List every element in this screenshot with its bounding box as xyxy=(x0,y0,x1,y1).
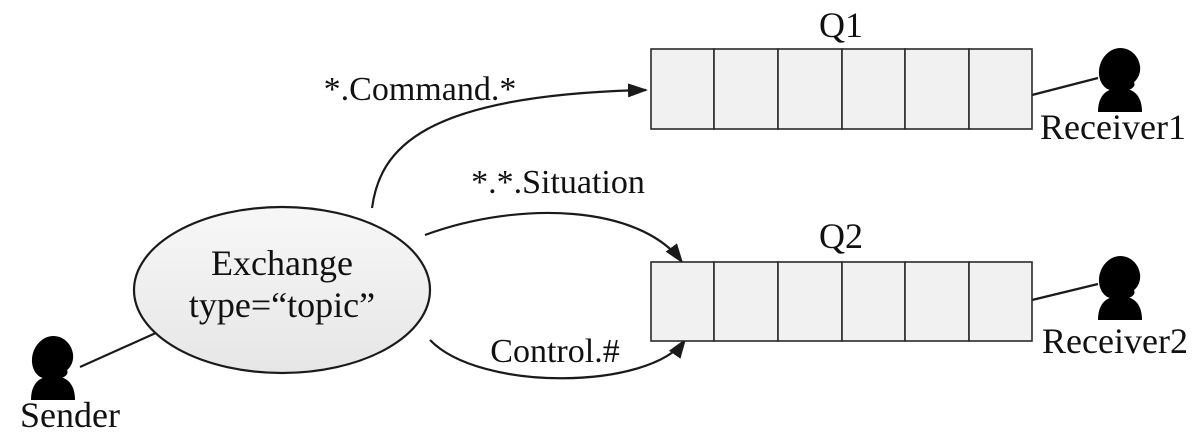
route-control-arrow xyxy=(429,338,687,380)
sender-label: Sender xyxy=(20,395,120,435)
q2-receiver2-link xyxy=(1031,282,1099,302)
receiver1-person-icon xyxy=(1098,47,1142,112)
receiver2-person-icon xyxy=(1098,255,1142,320)
queue-q1 xyxy=(650,48,1033,130)
q2-label: Q2 xyxy=(819,216,863,256)
route-command-label: *.Command.* xyxy=(324,71,517,108)
receiver1-label: Receiver1 xyxy=(1040,107,1186,147)
queue-q2 xyxy=(650,261,1033,342)
exchange-label-line1: Exchange xyxy=(211,243,353,283)
receiver2-label: Receiver2 xyxy=(1042,321,1188,361)
sender-person-icon xyxy=(31,335,75,400)
route-command-arrow xyxy=(370,83,648,209)
route-situation-label: *.*.Situation xyxy=(471,164,645,201)
q1-receiver1-link xyxy=(1031,76,1099,97)
exchange-label-line2: type=“topic” xyxy=(189,285,375,325)
route-control-label: Control.# xyxy=(490,333,619,370)
q1-label: Q1 xyxy=(819,5,863,45)
sender-exchange-link xyxy=(79,330,159,369)
exchange-node xyxy=(132,205,432,375)
route-situation-arrow xyxy=(424,211,684,264)
